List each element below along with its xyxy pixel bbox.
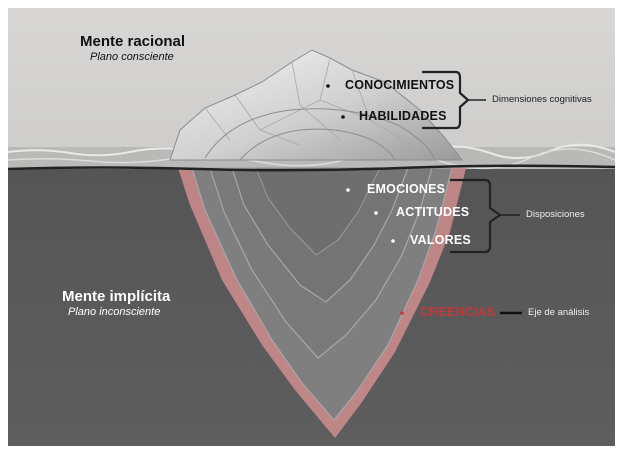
bullet-dot — [326, 84, 330, 88]
bullet-dot — [346, 188, 350, 192]
conscious-title: Mente racional — [80, 33, 186, 50]
unconscious-title: Mente implícita — [62, 288, 171, 305]
item-valores: VALORES — [410, 233, 471, 247]
item-habilidades: HABILIDADES — [359, 109, 447, 123]
conscious-subtitle: Plano consciente — [90, 51, 174, 63]
cognitive-label: Dimensiones cognitivas — [492, 94, 592, 105]
bullet-dot — [391, 239, 395, 243]
item-creencias: CREENCIAS — [420, 305, 496, 319]
bullet-dot — [400, 311, 404, 315]
item-emociones: EMOCIONES — [367, 182, 446, 196]
item-actitudes: ACTITUDES — [396, 205, 470, 219]
dispositions-label: Disposiciones — [526, 209, 585, 220]
analysis-label: Eje de análisis — [528, 307, 590, 318]
unconscious-subtitle: Plano inconsciente — [68, 306, 161, 318]
tip-ring-2 — [239, 128, 396, 161]
item-conocimientos: CONOCIMIENTOS — [345, 78, 455, 92]
tip-ring-1 — [204, 108, 436, 161]
waterline — [7, 164, 616, 172]
wave-pattern-2 — [7, 148, 616, 169]
tip-facets — [204, 57, 421, 151]
bullet-dot — [374, 211, 378, 215]
bullet-dot — [341, 115, 345, 119]
iceberg-tip — [169, 49, 464, 161]
